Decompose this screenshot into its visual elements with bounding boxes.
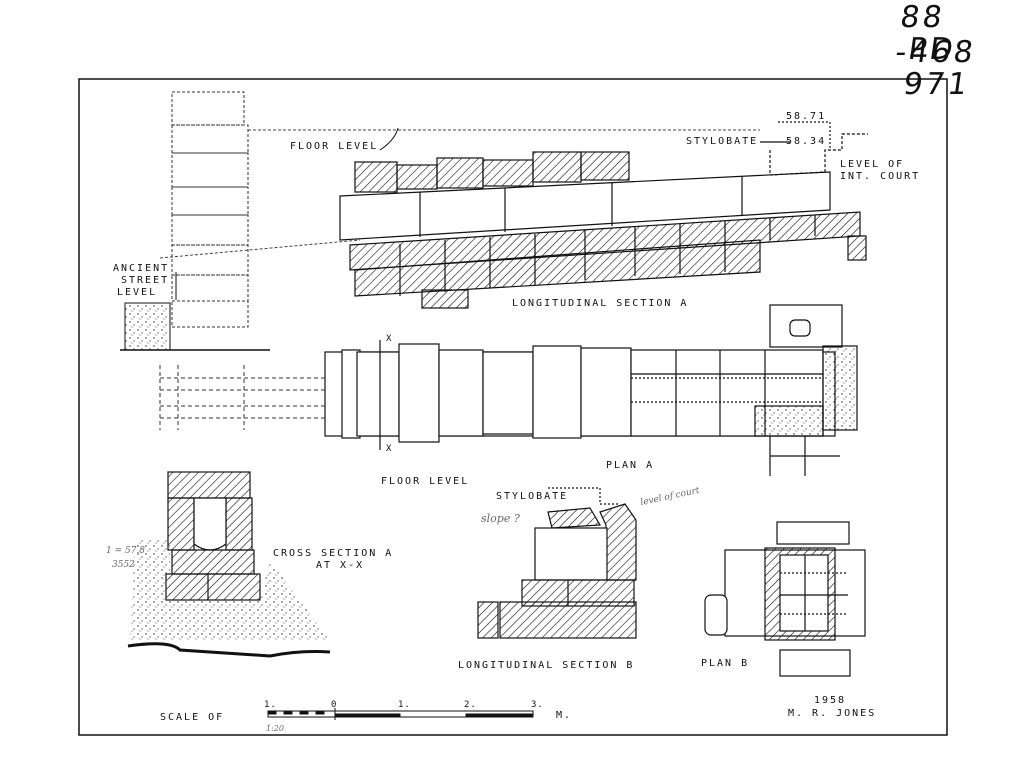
- scale-title: SCALE OF: [160, 712, 225, 723]
- cross-section-title-2: AT X-X: [316, 560, 365, 571]
- plan-a: [324, 304, 858, 476]
- floor-level-label: FLOOR LEVEL: [290, 141, 379, 152]
- left-elevation-column: [171, 91, 249, 328]
- floor-level-b-label: FLOOR LEVEL: [381, 476, 470, 487]
- scale-tick-label: 0: [331, 700, 338, 710]
- scale-tick-label: 1.: [264, 700, 277, 710]
- scale-unit: M.: [556, 710, 573, 721]
- stylobate-b-label: STYLOBATE: [496, 491, 569, 502]
- cross-section-a: [127, 471, 331, 658]
- scale-tick-label: 1.: [398, 700, 411, 710]
- plan-b: [704, 521, 866, 677]
- stylobate-label: STYLOBATE: [686, 136, 759, 147]
- street-fill: [124, 302, 171, 351]
- plan-b-title: PLAN B: [701, 658, 750, 669]
- longitudinal-section-a: [339, 121, 868, 309]
- scale-tick-label: 3.: [531, 700, 544, 710]
- section-mark-top: X: [386, 334, 393, 344]
- longitudinal-section-a-title: LONGITUDINAL SECTION A: [512, 298, 689, 309]
- scale-tick-label: 2.: [464, 700, 477, 710]
- drawing-author: M. R. JONES: [788, 708, 877, 719]
- pencil-note-slope: slope ?: [481, 512, 520, 525]
- level-of-court-label-2: INT. COURT: [840, 171, 921, 182]
- scale-bar: [267, 708, 534, 720]
- scale-ratio-note: 1:20: [266, 724, 284, 733]
- section-mark-bottom: X: [386, 444, 393, 454]
- longitudinal-section-b-title: LONGITUDINAL SECTION B: [458, 660, 635, 671]
- ancient-street-label-2: STREET: [121, 275, 170, 286]
- pencil-note-left-2: 3552: [112, 560, 135, 570]
- drawing-frame: [78, 78, 948, 736]
- cross-section-title-1: CROSS SECTION A: [273, 548, 394, 559]
- elevation-lower: 58.34: [786, 136, 827, 147]
- pencil-note-left: 1 = 57.8: [106, 546, 146, 556]
- plan-a-title: PLAN A: [606, 460, 655, 471]
- elevation-upper: 58.71: [786, 111, 827, 122]
- longitudinal-section-b: [477, 487, 637, 639]
- ancient-street-label-1: ANCIENT: [113, 263, 170, 274]
- level-of-court-label-1: LEVEL OF: [840, 159, 905, 170]
- drawing-year: 1958: [814, 695, 847, 706]
- ancient-street-label-3: LEVEL: [117, 287, 158, 298]
